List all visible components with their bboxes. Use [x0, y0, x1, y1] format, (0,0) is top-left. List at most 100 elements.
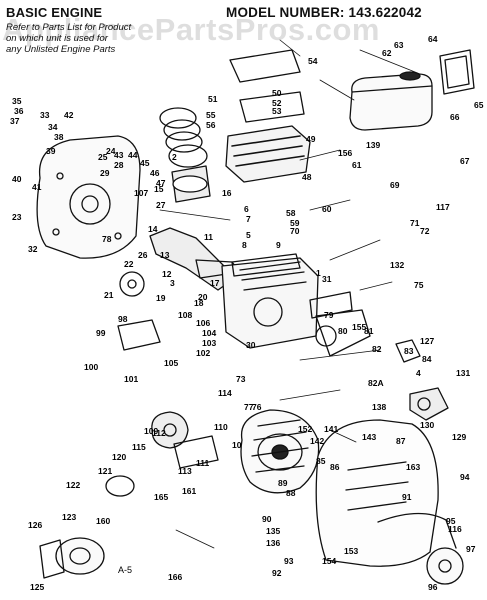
part-callout-78: 78 [102, 234, 112, 244]
model-number: MODEL NUMBER: 143.622042 [226, 5, 422, 20]
part-callout-38: 38 [54, 132, 64, 142]
part-callout-46: 46 [150, 168, 160, 178]
part-callout-135: 135 [266, 526, 280, 536]
part-callout-106: 106 [196, 318, 210, 328]
part-callout-31: 31 [322, 274, 332, 284]
part-callout-34: 34 [48, 122, 58, 132]
part-callout-33: 33 [40, 110, 50, 120]
part-callout-142: 142 [310, 436, 324, 446]
part-callout-156: 156 [338, 148, 352, 158]
ignition-parts [39, 271, 371, 579]
crankcase-cover [36, 135, 141, 259]
part-callout-72: 72 [420, 226, 430, 236]
part-callout-131: 131 [456, 368, 470, 378]
part-callout-110: 110 [214, 422, 228, 432]
part-callout-87: 87 [396, 436, 406, 446]
part-callout-89: 89 [278, 478, 288, 488]
diagram-title: BASIC ENGINE [6, 5, 103, 20]
fuel-tank [349, 49, 475, 131]
part-callout-13: 13 [160, 250, 170, 260]
part-callout-42: 42 [64, 110, 74, 120]
part-callout-17: 17 [210, 278, 220, 288]
part-callout-45: 45 [140, 158, 150, 168]
part-callout-27: 27 [156, 200, 166, 210]
part-callout-43: 43 [114, 150, 124, 160]
part-callout-105: 105 [164, 358, 178, 368]
part-callout-16: 16 [222, 188, 232, 198]
part-callout-18: 18 [194, 298, 204, 308]
part-callout-77: 77 [244, 402, 254, 412]
part-callout-4: 4 [416, 368, 421, 378]
part-callout-127: 127 [420, 336, 434, 346]
part-callout-126: 126 [28, 520, 42, 530]
part-callout-1: 1 [316, 268, 321, 278]
part-callout-56: 56 [206, 120, 216, 130]
part-callout-98: 98 [118, 314, 128, 324]
part-callout-152: 152 [298, 424, 312, 434]
carburetor [309, 291, 449, 421]
page-code: A-5 [118, 565, 132, 575]
part-callout-15: 15 [154, 184, 164, 194]
part-callout-26: 26 [138, 250, 148, 260]
part-callout-107: 107 [134, 188, 148, 198]
part-callout-2: 2 [172, 152, 177, 162]
part-callout-90: 90 [262, 514, 272, 524]
part-callout-71: 71 [410, 218, 420, 228]
part-callout-91: 91 [402, 492, 412, 502]
part-callout-52: 52 [272, 98, 282, 108]
part-callout-47: 47 [156, 178, 166, 188]
part-callout-108: 108 [178, 310, 192, 320]
part-callout-37: 37 [10, 116, 20, 126]
part-callout-44: 44 [128, 150, 138, 160]
part-callout-132: 132 [390, 260, 404, 270]
leader-lines [159, 39, 421, 549]
part-callout-160: 160 [96, 516, 110, 526]
part-callout-79: 79 [324, 310, 334, 320]
part-callout-166: 166 [168, 572, 182, 582]
part-callout-67: 67 [460, 156, 470, 166]
part-callout-28: 28 [114, 160, 124, 170]
part-callout-120: 120 [112, 452, 126, 462]
part-callout-99: 99 [96, 328, 106, 338]
part-callout-25: 25 [98, 152, 108, 162]
watermark: AppliancePartsPros.com [2, 12, 380, 47]
part-callout-114: 114 [218, 388, 232, 398]
part-callout-130: 130 [420, 420, 434, 430]
engine-block [221, 253, 319, 349]
part-callout-165: 165 [154, 492, 168, 502]
part-callout-84: 84 [422, 354, 432, 364]
part-callout-59: 59 [290, 218, 300, 228]
part-callout-51: 51 [208, 94, 218, 104]
part-callout-19: 19 [156, 293, 166, 303]
part-callout-14: 14 [148, 224, 158, 234]
part-callout-88: 88 [286, 488, 296, 498]
parts-note-line: any Unlisted Engine Parts [6, 44, 116, 55]
part-callout-10: 10 [232, 440, 242, 450]
part-callout-104: 104 [202, 328, 216, 338]
part-callout-122: 122 [66, 480, 80, 490]
part-callout-55: 55 [206, 110, 216, 120]
part-callout-143: 143 [362, 432, 376, 442]
part-callout-123: 123 [62, 512, 76, 522]
part-callout-21: 21 [104, 290, 114, 300]
part-callout-22: 22 [124, 259, 134, 269]
part-callout-69: 69 [390, 180, 400, 190]
part-callout-93: 93 [284, 556, 294, 566]
cylinder-head [225, 49, 311, 183]
part-callout-163: 163 [406, 462, 420, 472]
parts-note-line: on which unit is used for [6, 33, 108, 44]
part-callout-61: 61 [352, 160, 362, 170]
part-callout-41: 41 [32, 182, 42, 192]
part-callout-39: 39 [46, 146, 56, 156]
part-callout-3: 3 [170, 278, 175, 288]
part-callout-83: 83 [404, 346, 414, 356]
part-callout-129: 129 [452, 432, 466, 442]
part-callout-54: 54 [308, 56, 318, 66]
part-callout-36: 36 [14, 106, 24, 116]
part-callout-155: 155 [352, 322, 366, 332]
part-callout-92: 92 [272, 568, 282, 578]
part-callout-64: 64 [428, 34, 438, 44]
part-callout-102: 102 [196, 348, 210, 358]
part-callout-7: 7 [246, 214, 251, 224]
part-callout-30: 30 [246, 340, 256, 350]
